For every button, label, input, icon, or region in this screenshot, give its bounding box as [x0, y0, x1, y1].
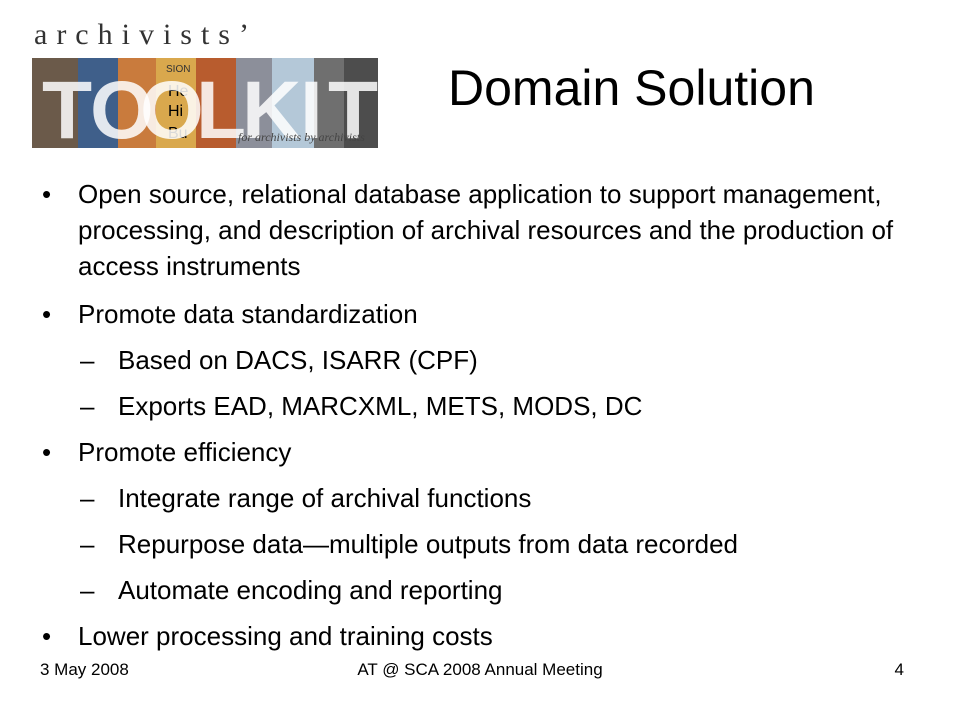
dash-marker: – [80, 345, 95, 375]
logo-block-letter-6: I [300, 65, 323, 148]
bullet-marker: • [42, 299, 52, 329]
sub-bullet-text: Repurpose data—multiple outputs from dat… [118, 529, 739, 559]
footer-page-number: 4 [894, 660, 904, 679]
dash-marker: – [80, 575, 95, 605]
strip-text-bu: Bu [168, 125, 188, 142]
sub-bullet-item: – Integrate range of archival functions [40, 480, 920, 516]
sub-bullet-text: Integrate range of archival functions [118, 483, 532, 513]
bullet-marker: • [42, 621, 52, 651]
sub-bullet-text: Automate encoding and reporting [118, 575, 503, 605]
dash-marker: – [80, 529, 95, 559]
bullet-text: Lower processing and training costs [78, 621, 493, 651]
strip-text-sion: SION [166, 64, 190, 75]
footer-event: AT @ SCA 2008 Annual Meeting [357, 660, 603, 679]
bullet-item: • Lower processing and training costs [40, 618, 920, 654]
bullet-item: • Open source, relational database appli… [40, 176, 920, 284]
slide-body: • Open source, relational database appli… [40, 176, 920, 664]
bullet-marker: • [42, 179, 52, 209]
dash-marker: – [80, 391, 95, 421]
archivists-toolkit-logo: archivists’ SION He Hi Bu T O O L K I T … [28, 18, 378, 150]
sub-bullet-item: – Repurpose data—multiple outputs from d… [40, 526, 920, 562]
bullet-item: • Promote data standardization [40, 296, 920, 332]
logo-block-letter-7: T [328, 65, 378, 148]
bullet-marker: • [42, 437, 52, 467]
bullet-text: Promote efficiency [78, 437, 292, 467]
bullet-text: Promote data standardization [78, 299, 418, 329]
sub-bullet-text: Exports EAD, MARCXML, METS, MODS, DC [118, 391, 643, 421]
sub-bullet-item: – Automate encoding and reporting [40, 572, 920, 608]
logo-image-strip: SION He Hi Bu T O O L K I T [32, 58, 378, 148]
slide-title: Domain Solution [448, 60, 815, 116]
dash-marker: – [80, 483, 95, 513]
strip-text-hi: Hi [168, 103, 183, 120]
logo-block-letter-2: O [90, 65, 154, 148]
sub-bullet-text: Based on DACS, ISARR (CPF) [118, 345, 478, 375]
logo-block-letter-4: L [196, 65, 246, 148]
logo-tagline: for archivists by archivists [238, 130, 365, 144]
logo-block-letter-1: T [42, 65, 92, 148]
sub-bullet-item: – Exports EAD, MARCXML, METS, MODS, DC [40, 388, 920, 424]
logo-block-letter-3: O [140, 65, 204, 148]
strip-text-he: He [168, 83, 189, 100]
sub-bullet-item: – Based on DACS, ISARR (CPF) [40, 342, 920, 378]
logo-top-text: archivists’ [34, 18, 258, 51]
bullet-text: Open source, relational database applica… [78, 179, 894, 281]
logo-block-letter-5: K [242, 65, 301, 148]
footer-date: 3 May 2008 [40, 660, 129, 679]
bullet-item: • Promote efficiency [40, 434, 920, 470]
